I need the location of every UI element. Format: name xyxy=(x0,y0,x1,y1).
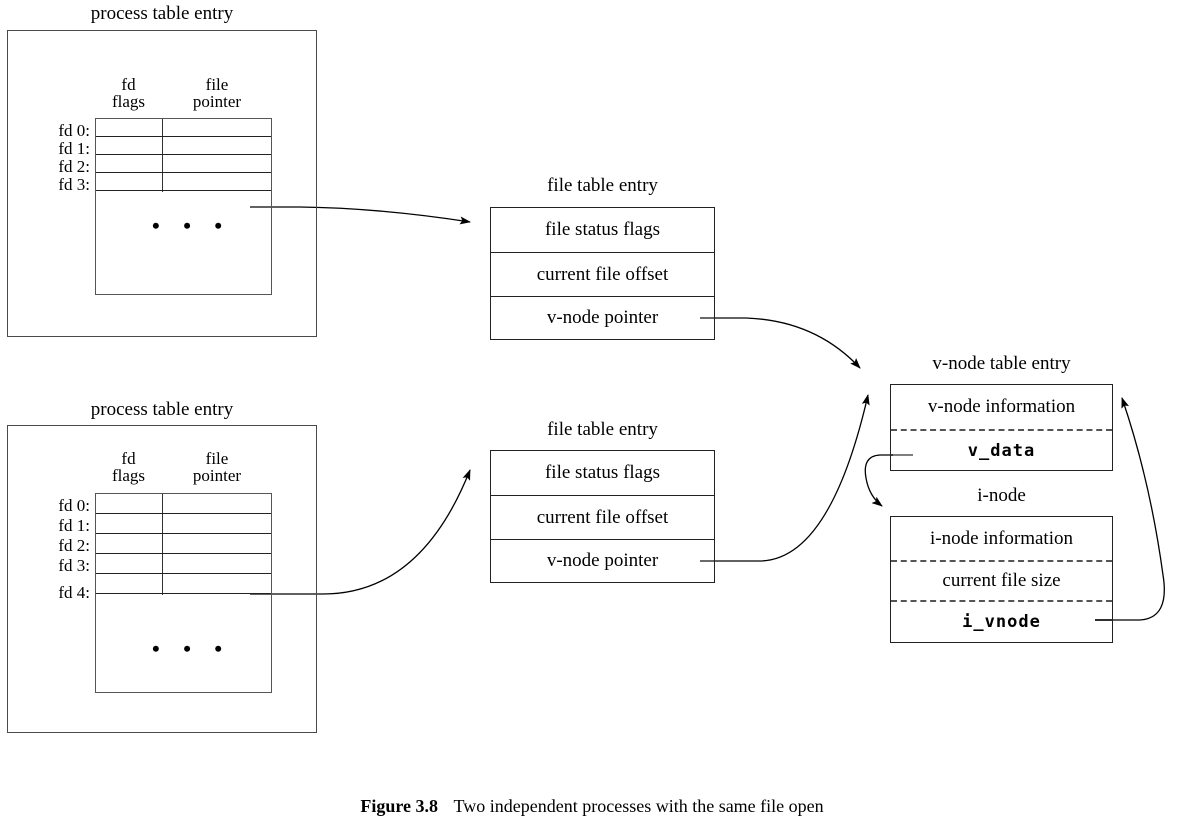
vnode-pointer-row: v-node pointer xyxy=(491,539,714,582)
figure-caption-label: Figure 3.8 xyxy=(360,796,439,816)
vnode-table-title: v-node table entry xyxy=(932,353,1071,374)
process-table-frame-2 xyxy=(7,425,317,733)
fd-table-2 xyxy=(95,493,272,693)
table-row[interactable] xyxy=(96,534,271,554)
fd-table-column-divider-2 xyxy=(162,494,163,595)
table-row[interactable] xyxy=(96,514,271,534)
file-status-flags-row: file status flags xyxy=(544,462,661,483)
fd-row-label: fd 3: xyxy=(58,175,90,194)
vnode-table-entry: v-node information v_data xyxy=(890,384,1113,471)
current-file-size-row: current file size xyxy=(891,560,1112,600)
table-row[interactable] xyxy=(96,173,271,191)
fd-row-label: fd 2: xyxy=(58,536,90,555)
column-header-fd-flags-1: fd flags xyxy=(111,75,146,112)
arrow-filetable2-vnode-to-vnodetable xyxy=(700,394,870,562)
table-row[interactable] xyxy=(96,574,271,594)
process-table-title-1: process table entry xyxy=(90,3,234,24)
file-table-entry-1: file status flags current file offset v-… xyxy=(490,207,715,340)
fd-table-column-divider-1 xyxy=(162,119,163,192)
process-table-frame-1 xyxy=(7,30,317,337)
vnode-pointer-row: v-node pointer xyxy=(491,296,714,339)
v-data-label: v_data xyxy=(967,440,1036,461)
column-header-fd-flags-2: fd flags xyxy=(111,449,146,486)
arrow-filetable1-vnode-to-vnodetable xyxy=(700,317,861,369)
figure-caption: Figure 3.8 Two independent processes wit… xyxy=(0,796,1184,817)
current-file-offset-row: current file offset xyxy=(491,495,714,539)
file-table-title-2: file table entry xyxy=(547,419,658,440)
fd-row-label: fd 0: xyxy=(58,121,90,140)
column-header-file-pointer-2: file pointer xyxy=(192,449,242,486)
fd-table-ellipsis-1: • • • xyxy=(152,213,232,238)
fd-row-label: fd 4: xyxy=(58,583,90,602)
table-row[interactable] xyxy=(96,137,271,155)
figure-caption-text: Two independent processes with the same … xyxy=(453,796,824,816)
table-row[interactable] xyxy=(96,119,271,137)
v-data-row: v_data xyxy=(891,429,1112,470)
inode-information-row: i-node information xyxy=(930,527,1073,549)
process-table-title-2: process table entry xyxy=(90,399,234,420)
fd-row-label: fd 2: xyxy=(58,157,90,176)
i-vnode-label: i_vnode xyxy=(962,611,1041,632)
table-row[interactable] xyxy=(96,554,271,574)
table-row[interactable] xyxy=(96,494,271,514)
file-status-flags-row: file status flags xyxy=(544,219,661,240)
fd-row-label: fd 3: xyxy=(58,556,90,575)
fd-row-label: fd 1: xyxy=(58,516,90,535)
i-vnode-row: i_vnode xyxy=(891,600,1112,641)
file-table-entry-2: file status flags current file offset v-… xyxy=(490,450,715,583)
table-row[interactable] xyxy=(96,155,271,173)
inode-box: i-node information current file size i_v… xyxy=(890,516,1113,643)
fd-row-label: fd 0: xyxy=(58,496,90,515)
fd-row-label: fd 1: xyxy=(58,139,90,158)
fd-table-ellipsis-2: • • • xyxy=(152,636,232,661)
vnode-information-row: v-node information xyxy=(927,396,1076,417)
fd-table-1 xyxy=(95,118,272,295)
column-header-file-pointer-1: file pointer xyxy=(192,75,242,112)
inode-title: i-node xyxy=(977,485,1026,506)
current-file-offset-row: current file offset xyxy=(491,252,714,296)
file-table-title-1: file table entry xyxy=(547,175,658,196)
